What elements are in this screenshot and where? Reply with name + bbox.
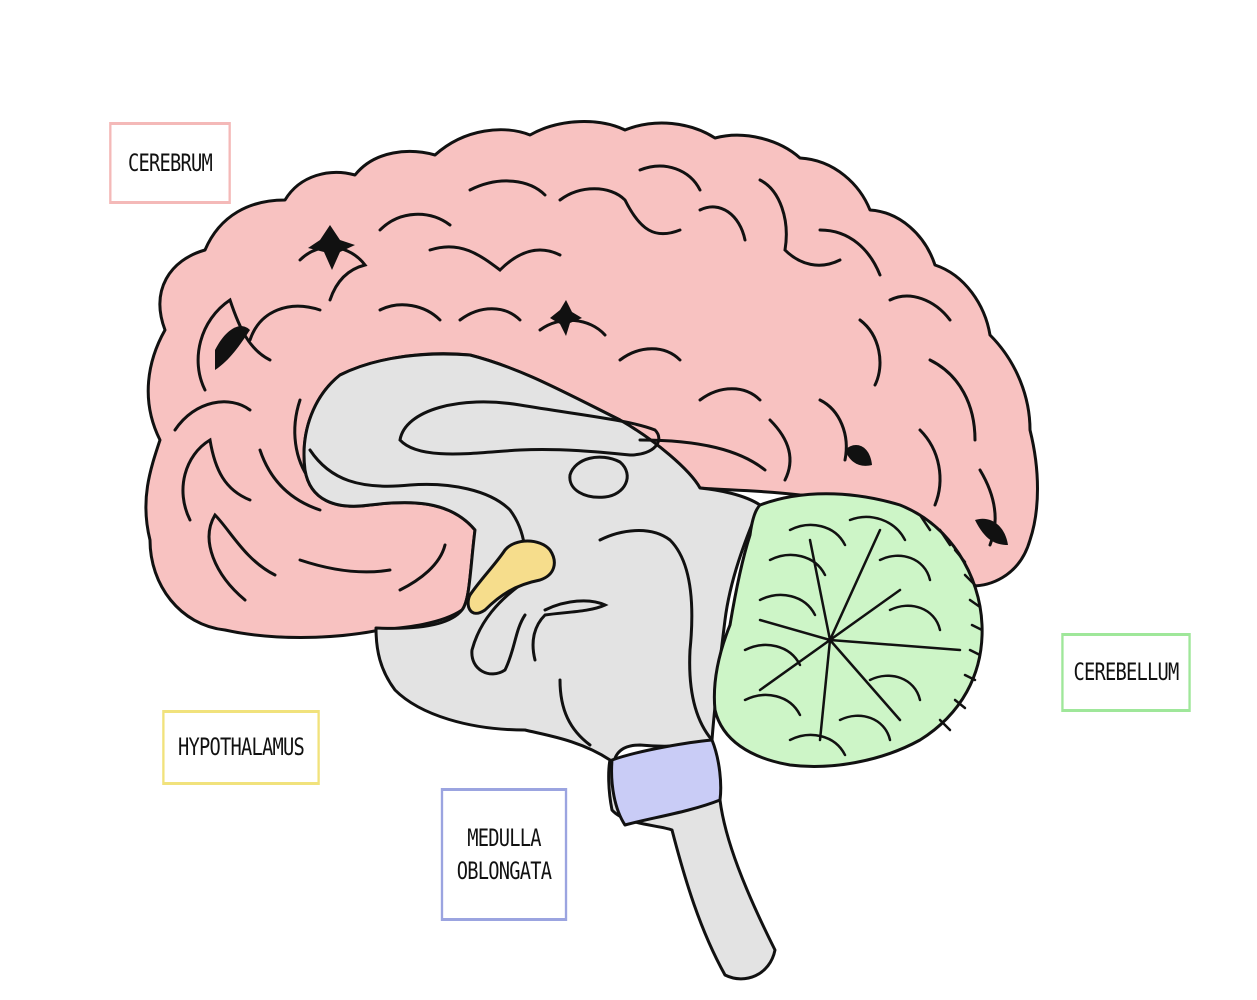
medulla-oblongata-label: MEDULLA OBLONGATA — [440, 788, 568, 921]
hypothalamus-label-text: HYPOTHALAMUS — [178, 733, 305, 762]
cerebellum-label: CEREBELLUM — [1061, 633, 1191, 712]
inner-brain-region — [302, 352, 777, 981]
cerebrum-label-text: CEREBRUM — [128, 148, 213, 177]
cerebellum-label-text: CEREBELLUM — [1073, 658, 1180, 687]
cerebellum-region — [712, 492, 984, 768]
medulla-shape — [610, 738, 723, 827]
cerebrum-fissures — [215, 225, 1008, 545]
inner-brain-lines — [308, 400, 767, 747]
cerebrum-sulci — [173, 164, 997, 602]
hypothalamus-shape — [466, 539, 556, 615]
cerebrum-label: CEREBRUM — [109, 122, 231, 204]
medulla-label-line2: OBLONGATA — [456, 856, 552, 885]
medulla-label-line1: MEDULLA — [467, 824, 541, 853]
brainstem-shape — [302, 352, 777, 981]
cerebellum-folia — [743, 513, 984, 757]
hypothalamus-label: HYPOTHALAMUS — [162, 710, 320, 785]
